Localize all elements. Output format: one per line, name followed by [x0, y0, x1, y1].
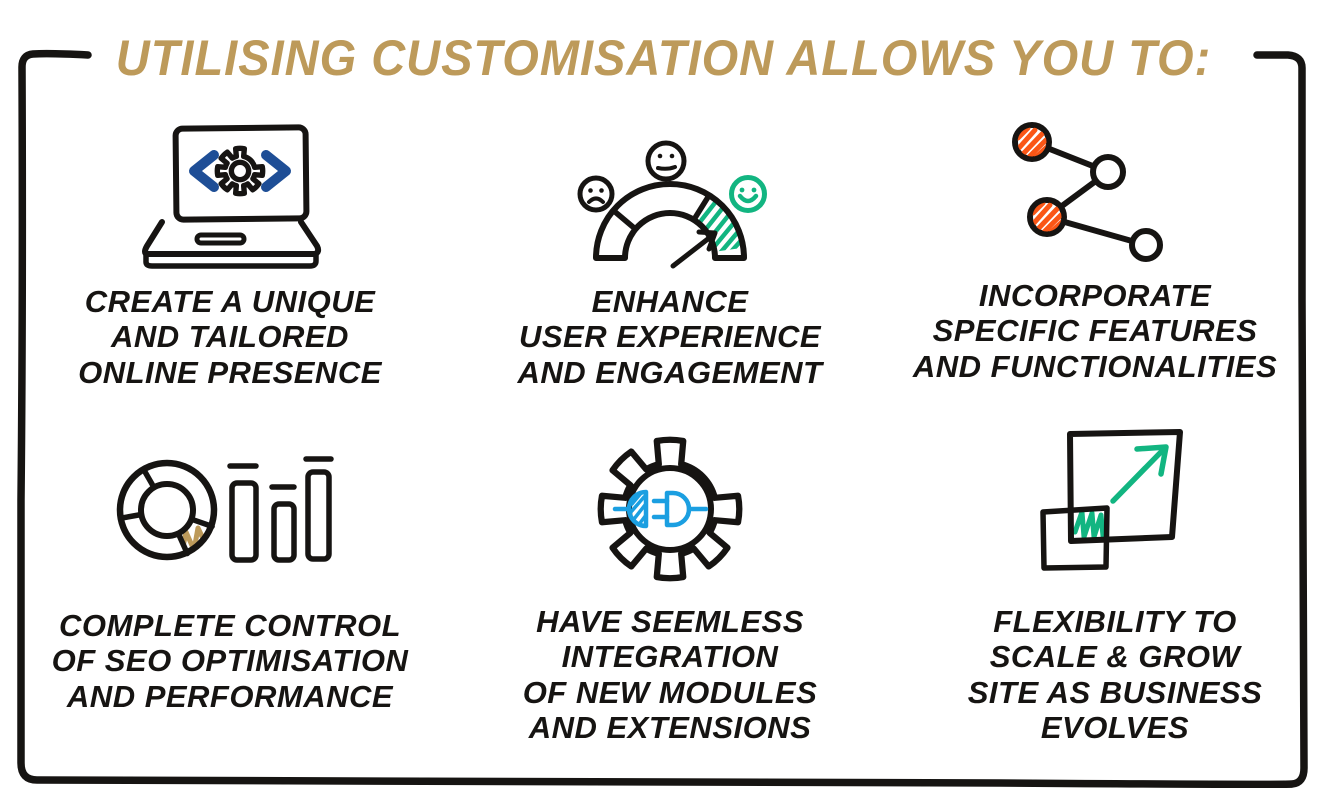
large-square	[1067, 429, 1183, 544]
bar-tall	[305, 468, 332, 562]
neutral-face	[645, 140, 687, 181]
growth-arrow	[1110, 449, 1164, 504]
laptop-code-icon	[142, 124, 322, 269]
panel-features: INCORPORATE SPECIFIC FEATURES AND FUNCTI…	[875, 106, 1315, 384]
panel-integration: HAVE SEEMLESS INTEGRATION OF NEW MODULES…	[460, 412, 880, 745]
node-empty	[1129, 228, 1163, 262]
plug-connection	[612, 489, 709, 529]
gear-glyph	[214, 145, 266, 197]
overlap-scribble	[1072, 509, 1106, 540]
gear-plug-icon	[597, 436, 743, 582]
donut-inner	[138, 480, 196, 539]
panel-user-experience: ENHANCE USER EXPERIENCE AND ENGAGEMENT	[455, 112, 885, 390]
needle-arrow	[670, 232, 716, 268]
gauge-arc	[593, 180, 747, 268]
node-empty	[1090, 154, 1126, 190]
panel-online-presence: CREATE A UNIQUE AND TAILORED ONLINE PRES…	[15, 112, 445, 390]
caption: COMPLETE CONTROL OF SEO OPTIMISATION AND…	[51, 608, 409, 714]
close-bracket-glyph	[261, 150, 291, 192]
icon-wrap	[995, 106, 1195, 278]
sad-face	[577, 175, 615, 212]
bar-medium	[229, 479, 259, 563]
icon-wrap	[1015, 416, 1215, 604]
trackpad	[194, 232, 247, 246]
page-title: UTILISING CUSTOMISATION ALLOWS YOU TO:	[115, 29, 1212, 86]
caption: INCORPORATE SPECIFIC FEATURES AND FUNCTI…	[912, 278, 1278, 384]
panel-seo-control: COMPLETE CONTROL OF SEO OPTIMISATION AND…	[15, 420, 445, 714]
bar-short	[271, 500, 297, 563]
icon-wrap	[545, 112, 795, 284]
panel-scalability: FLEXIBILITY TO SCALE & GROW SITE AS BUSI…	[915, 416, 1315, 745]
small-square	[1040, 505, 1110, 571]
caption: CREATE A UNIQUE AND TAILORED ONLINE PRES…	[78, 284, 382, 390]
plug-body	[664, 490, 692, 528]
satisfaction-gauge-icon	[577, 140, 767, 268]
icon-wrap	[120, 112, 340, 284]
donut-bar-chart-icon	[116, 455, 334, 563]
donut-outer	[116, 459, 218, 560]
icon-wrap	[570, 412, 770, 604]
network-nodes-icon	[1012, 122, 1163, 262]
caption: ENHANCE USER EXPERIENCE AND ENGAGEMENT	[517, 284, 823, 390]
caption: HAVE SEEMLESS INTEGRATION OF NEW MODULES…	[522, 604, 818, 745]
happy-face	[729, 174, 767, 213]
caption: FLEXIBILITY TO SCALE & GROW SITE AS BUSI…	[967, 604, 1263, 745]
scale-squares-icon	[1040, 429, 1183, 571]
icon-wrap	[110, 420, 350, 608]
open-bracket-glyph	[189, 150, 219, 192]
